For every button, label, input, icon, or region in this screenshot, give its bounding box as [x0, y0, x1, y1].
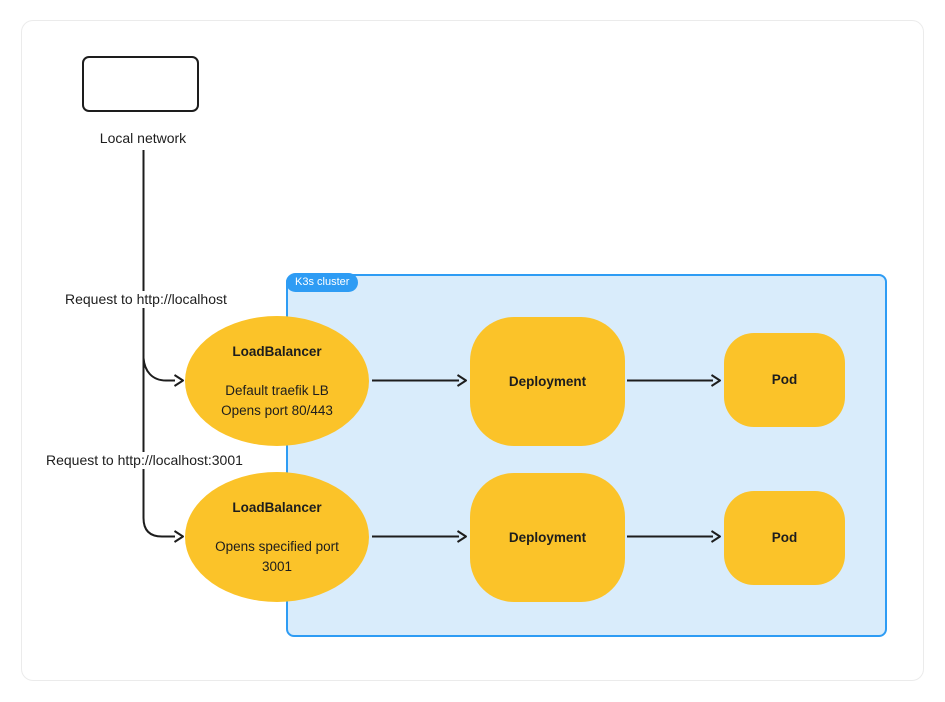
local-network-box	[82, 56, 199, 112]
k3s-cluster-badge: K3s cluster	[286, 273, 359, 292]
loadbalancer-1-line1: Default traefik LB	[225, 383, 329, 398]
loadbalancer-1-node: LoadBalancer Default traefik LB Opens po…	[185, 316, 369, 446]
deployment-1-label: Deployment	[508, 373, 587, 389]
deployment-2-node: Deployment	[470, 473, 625, 602]
loadbalancer-1-title: LoadBalancer	[232, 344, 322, 359]
pod-1-label: Pod	[771, 372, 798, 388]
pod-2-node: Pod	[724, 491, 845, 585]
loadbalancer-2-line2: 3001	[261, 558, 293, 574]
loadbalancer-1-line2: Opens port 80/443	[221, 402, 333, 418]
deployment-1-node: Deployment	[470, 317, 625, 446]
edge-label-request-localhost-3001: Request to http://localhost:3001	[43, 452, 246, 469]
local-network-label: Local network	[99, 130, 187, 146]
edge-label-request-localhost: Request to http://localhost	[62, 291, 230, 308]
pod-1-node: Pod	[724, 333, 845, 427]
deployment-2-label: Deployment	[508, 529, 587, 545]
pod-2-label: Pod	[771, 530, 798, 546]
loadbalancer-2-line1: Opens specified port	[215, 539, 339, 554]
loadbalancer-2-node: LoadBalancer Opens specified port 3001	[185, 472, 369, 602]
loadbalancer-2-title: LoadBalancer	[232, 500, 322, 515]
